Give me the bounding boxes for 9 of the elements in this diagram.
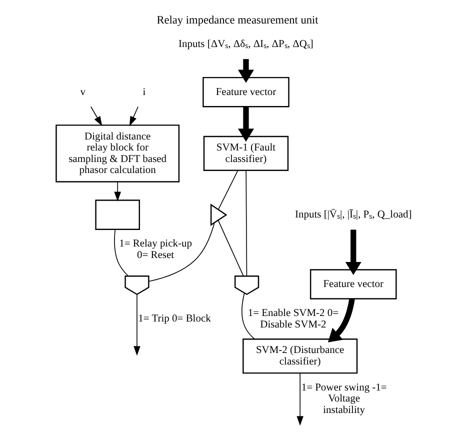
edge-label: 1= Power swing -1= Voltage instability [300, 382, 386, 416]
node-text: i [142, 86, 146, 98]
edge-label: 1= Trip 0= Block [138, 314, 210, 325]
diagram-title: Relay impedance measurement unit [156, 14, 318, 27]
edge-label: 1= Relay pick-up 0= Reset [118, 238, 192, 261]
edge-label: 1= Enable SVM-2 0= Disable SVM-2 [247, 308, 338, 330]
node-text: v [80, 86, 85, 98]
node-text: Inputs [|V̄ₛ|, |Īₛ|, Pₛ, Q_load] [294, 210, 412, 221]
node-text: Inputs [ΔVₛ, Δδₛ, ΔIₛ, ΔPₛ, ΔQₛ] [178, 39, 313, 50]
